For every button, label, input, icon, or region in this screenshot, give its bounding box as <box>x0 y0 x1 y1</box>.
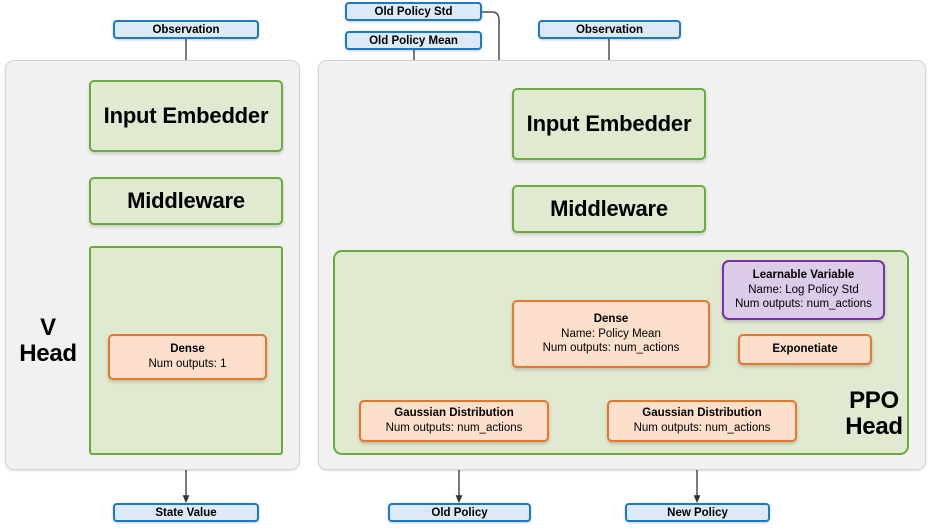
v-head-dense-num-outputs: Num outputs: 1 <box>148 358 227 370</box>
input-old-policy-mean[interactable]: Old Policy Mean <box>345 31 482 50</box>
input-observation-right[interactable]: Observation <box>538 20 681 39</box>
ppo-head-exponetiate-box[interactable]: Exponetiate <box>738 334 872 365</box>
output-old-policy[interactable]: Old Policy <box>388 503 531 522</box>
learnable-variable-name: Name: Log Policy Std <box>748 283 859 296</box>
gaussian-new-num-outputs: Num outputs: num_actions <box>633 422 771 434</box>
ppo-head-label-line2: Head <box>845 412 903 440</box>
learnable-variable-title: Learnable Variable <box>752 268 855 281</box>
output-new-policy[interactable]: New Policy <box>625 503 770 522</box>
ppo-head-label: PPO Head <box>836 388 912 440</box>
gaussian-old-title: Gaussian Distribution <box>394 407 514 420</box>
v-head-dense-box[interactable]: Dense Num outputs: 1 <box>108 334 267 380</box>
v-head-label: V Head <box>10 315 86 367</box>
exponetiate-title: Exponetiate <box>772 343 838 356</box>
ppo-head-label-line1: PPO <box>849 387 899 414</box>
v-head-input-embedder[interactable]: Input Embedder <box>89 80 283 152</box>
ppo-head-dense-title: Dense <box>593 312 629 325</box>
v-head-label-line2: Head <box>19 339 77 367</box>
input-old-policy-std[interactable]: Old Policy Std <box>345 2 482 21</box>
ppo-head-gaussian-new-box[interactable]: Gaussian Distribution Num outputs: num_a… <box>607 400 797 442</box>
ppo-head-gaussian-old-box[interactable]: Gaussian Distribution Num outputs: num_a… <box>359 400 549 442</box>
v-head-label-line1: V <box>40 314 56 341</box>
input-observation-left[interactable]: Observation <box>113 20 259 39</box>
ppo-head-input-embedder[interactable]: Input Embedder <box>512 88 706 160</box>
gaussian-new-title: Gaussian Distribution <box>642 407 762 420</box>
v-head-dense-title: Dense <box>170 343 205 356</box>
gaussian-old-num-outputs: Num outputs: num_actions <box>385 422 523 434</box>
ppo-head-dense-num-outputs: Num outputs: num_actions <box>542 342 680 355</box>
ppo-head-dense-box[interactable]: Dense Name: Policy Mean Num outputs: num… <box>512 300 710 368</box>
ppo-head-dense-name: Name: Policy Mean <box>561 327 661 340</box>
ppo-head-learnable-variable-box[interactable]: Learnable Variable Name: Log Policy Std … <box>722 260 885 320</box>
output-state-value[interactable]: State Value <box>113 503 259 522</box>
v-head-middleware[interactable]: Middleware <box>89 177 283 225</box>
ppo-head-middleware[interactable]: Middleware <box>512 185 706 233</box>
learnable-variable-num-outputs: Num outputs: num_actions <box>735 298 872 311</box>
